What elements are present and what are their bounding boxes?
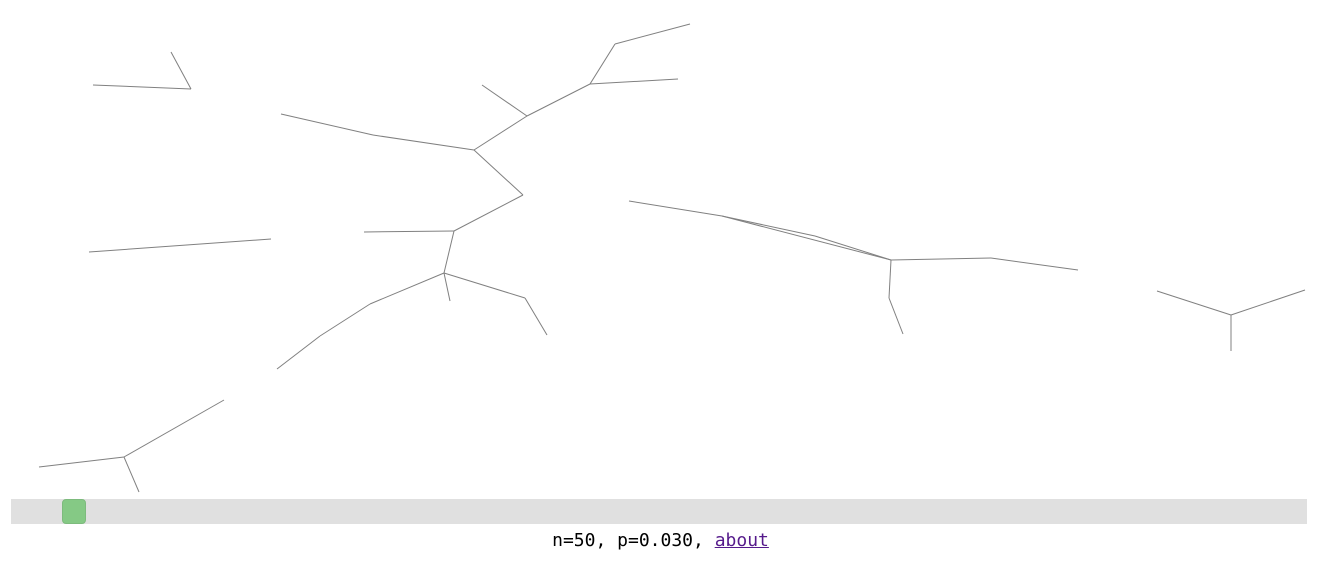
- graph-edge: [721, 215, 816, 237]
- graph-edge: [443, 272, 526, 299]
- graph-edge: [363, 230, 455, 233]
- graph-edge: [589, 43, 616, 85]
- graph-edge: [276, 335, 321, 370]
- probability-slider[interactable]: [11, 499, 1307, 524]
- graph-edge: [990, 257, 1079, 271]
- slider-thumb[interactable]: [62, 499, 86, 524]
- graph-edge: [123, 399, 225, 458]
- graph-edge: [614, 23, 691, 45]
- graph-edge: [123, 456, 140, 493]
- graph-edge: [453, 194, 524, 232]
- graph-edge: [88, 238, 272, 253]
- graph-edge: [589, 78, 679, 85]
- graph-edge: [443, 230, 455, 274]
- graph-edge: [1156, 290, 1232, 316]
- about-link[interactable]: about: [714, 530, 769, 551]
- graph-edge: [481, 84, 528, 117]
- graph-edge: [92, 84, 192, 90]
- graph-edge: [473, 149, 524, 196]
- graph-edge: [888, 297, 904, 335]
- graph-edge: [890, 257, 992, 261]
- graph-edge: [443, 272, 451, 302]
- graph-edge: [628, 200, 723, 217]
- graph-edge: [170, 51, 192, 90]
- graph-edge: [319, 303, 371, 337]
- graph-edge: [369, 272, 445, 305]
- graph-edge: [1230, 289, 1306, 316]
- graph-caption: n=50, p=0.030, about: [0, 529, 1321, 553]
- graph-edge: [526, 83, 591, 117]
- graph-edge: [721, 215, 892, 261]
- graph-edge: [38, 456, 125, 468]
- graph-edge: [372, 134, 475, 151]
- graph-edge: [524, 297, 548, 336]
- graph-stats-label: n=50, p=0.030,: [552, 530, 704, 551]
- graph-edge: [280, 113, 374, 136]
- graph-edge: [473, 115, 528, 151]
- graph-edge: [888, 259, 892, 299]
- graph-edge: [814, 235, 892, 261]
- random-graph-canvas: [38, 23, 1306, 493]
